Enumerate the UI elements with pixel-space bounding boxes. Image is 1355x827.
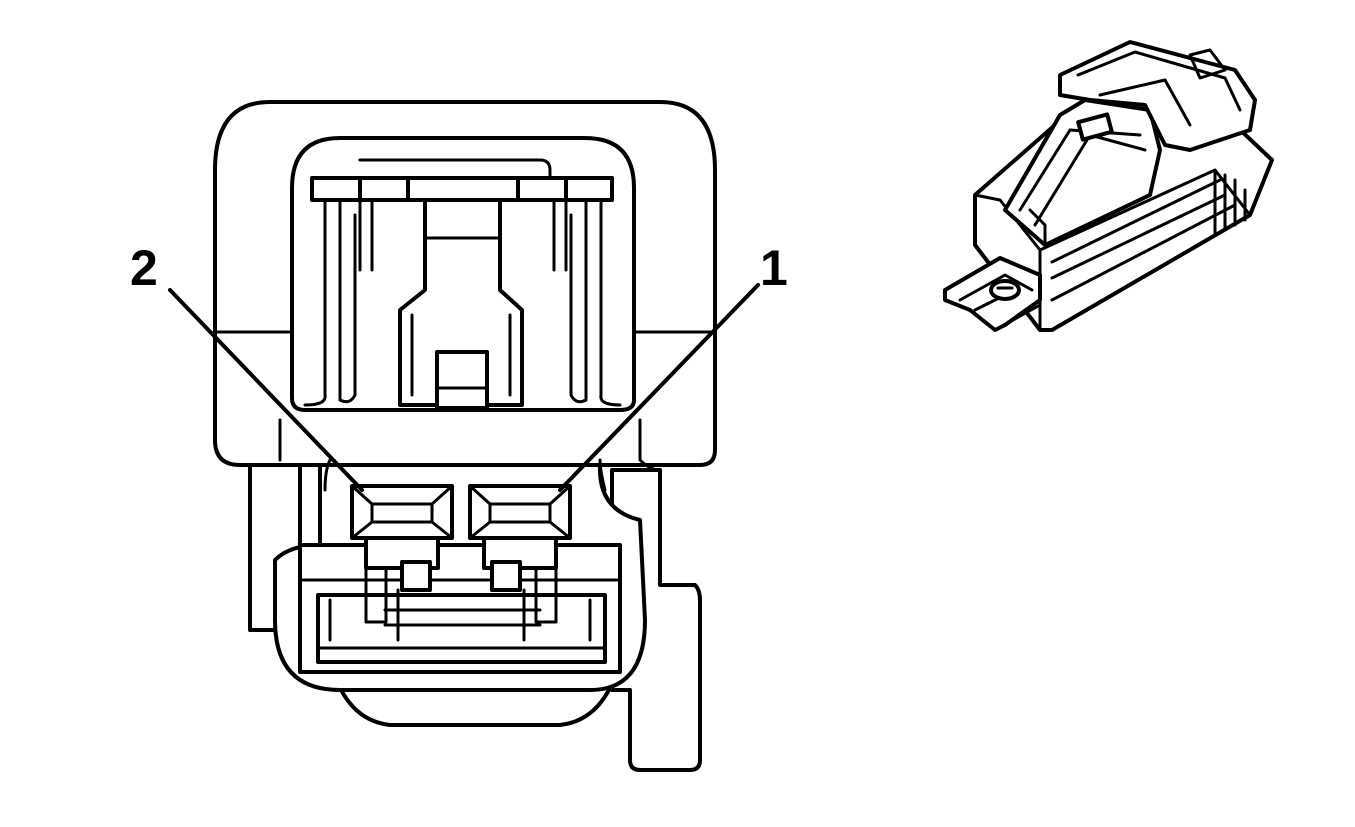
key-tab <box>435 350 489 410</box>
terminal-1 <box>468 484 572 642</box>
callout-2-leader <box>168 288 364 492</box>
key-inner <box>410 313 512 397</box>
connector-face-view <box>168 100 760 772</box>
connector-isometric-view <box>943 40 1274 332</box>
iso-top-cap-lines <box>1076 48 1242 127</box>
iso-top-cap <box>1058 40 1257 152</box>
cavity-shoulders <box>278 418 662 492</box>
center-latch-key <box>398 198 524 407</box>
iso-latch-lines <box>1018 128 1147 247</box>
terminal-1-bevel <box>468 484 572 540</box>
terminal-1-pin <box>490 560 522 592</box>
terminal-2 <box>350 484 454 642</box>
terminal-2-bevel <box>350 484 454 540</box>
latch-left-block <box>358 176 410 202</box>
latch-top-frame <box>358 158 552 180</box>
terminal-2-box <box>350 484 454 540</box>
latch-right-arm <box>552 198 588 404</box>
callout-2-label: 2 <box>130 240 158 296</box>
latch-outer-lines <box>303 198 622 407</box>
iso-latch-window <box>1076 112 1114 142</box>
latch-right-block <box>516 176 568 202</box>
iso-pin-screw <box>989 279 1021 301</box>
terminal-2-pin <box>400 560 432 592</box>
lower-plug-inner <box>316 593 607 664</box>
terminal-2-legs <box>364 566 400 642</box>
callout-1-label: 1 <box>760 240 788 296</box>
terminal-1-legs <box>522 566 558 642</box>
lower-plug-bars <box>298 578 622 650</box>
terminal-1-box <box>468 484 572 540</box>
latch-left-arm <box>338 198 374 404</box>
callout-1-leader <box>558 283 760 492</box>
